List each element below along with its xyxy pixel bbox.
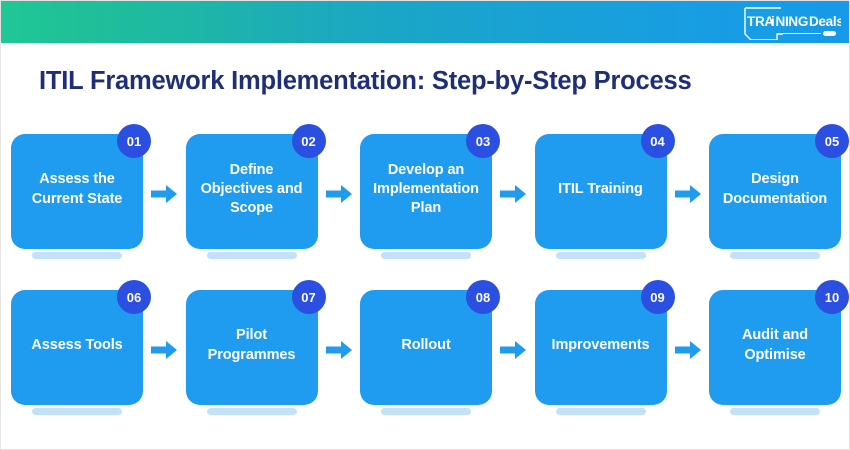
step-card-body[interactable]: Design Documentation: [709, 134, 841, 249]
svg-text:i: i: [771, 14, 774, 29]
card-shadow-bar: [381, 252, 471, 259]
arrow-right-icon: [151, 184, 178, 204]
step-number-badge: 06: [117, 280, 151, 314]
step-label: Pilot Programmes: [207, 327, 296, 363]
card-shadow-bar: [555, 408, 646, 415]
arrow-connector: [667, 128, 710, 268]
step-card-01[interactable]: Assess the Current State 01: [11, 124, 151, 268]
step-card-body[interactable]: Improvements: [534, 290, 667, 405]
step-label: Assess Tools: [31, 336, 123, 353]
arrow-connector: [143, 284, 186, 424]
step-card-04[interactable]: ITIL Training 04: [534, 124, 675, 268]
svg-text:TRA: TRA: [747, 14, 774, 29]
step-number-badge: 09: [640, 280, 675, 314]
step-number-badge: 08: [466, 280, 500, 314]
step-number-badge: 07: [291, 280, 326, 314]
header-band: TRA i NING Deals: [1, 1, 849, 43]
arrow-right-icon: [325, 184, 352, 204]
step-card-03[interactable]: Develop an Implementation Plan 03: [360, 124, 500, 268]
card-shadow-bar: [206, 252, 297, 259]
step-label: ITIL Training: [558, 180, 643, 197]
step-card-05[interactable]: Design Documentation 05: [709, 124, 849, 268]
arrow-right-icon: [500, 184, 527, 204]
arrow-right-icon: [500, 340, 527, 360]
step-label: Rollout: [401, 336, 451, 353]
step-card-body[interactable]: Develop an Implementation Plan: [360, 134, 492, 249]
step-card-10[interactable]: Audit and Optimise 10: [709, 280, 849, 424]
arrow-connector: [318, 128, 361, 268]
arrow-right-icon: [674, 184, 701, 204]
step-card-08[interactable]: Rollout 08: [360, 280, 500, 424]
step-card-body[interactable]: Assess Tools: [11, 290, 143, 405]
step-label: Audit and Optimise: [742, 327, 808, 363]
process-row-1: Assess the Current State 01 Define Objec…: [11, 124, 849, 268]
card-shadow-bar: [381, 408, 471, 415]
step-card-body[interactable]: Assess the Current State: [11, 134, 143, 249]
step-number-badge: 02: [291, 124, 326, 158]
card-shadow-bar: [730, 408, 820, 415]
training-deals-logo[interactable]: TRA i NING Deals: [737, 4, 841, 40]
step-card-06[interactable]: Assess Tools 06: [11, 280, 151, 424]
svg-text:NING: NING: [776, 14, 809, 29]
card-shadow-bar: [555, 252, 646, 259]
step-number-badge: 10: [815, 280, 849, 314]
step-number-badge: 01: [117, 124, 151, 158]
svg-text:Deals: Deals: [809, 14, 841, 29]
step-card-body[interactable]: Pilot Programmes: [185, 290, 318, 405]
step-label: Design Documentation: [722, 171, 828, 207]
step-number-badge: 05: [815, 124, 849, 158]
card-shadow-bar: [206, 408, 297, 415]
step-card-body[interactable]: Audit and Optimise: [709, 290, 841, 405]
step-label: Assess the Current State: [31, 171, 123, 207]
step-card-body[interactable]: Define Objectives and Scope: [185, 134, 318, 249]
step-card-07[interactable]: Pilot Programmes 07: [185, 280, 326, 424]
step-label: Improvements: [551, 336, 650, 353]
arrow-connector: [492, 284, 535, 424]
step-number-badge: 04: [640, 124, 675, 158]
step-number-badge: 03: [466, 124, 500, 158]
arrow-right-icon: [325, 340, 352, 360]
page-title: ITIL Framework Implementation: Step-by-S…: [39, 67, 692, 95]
arrow-connector: [143, 128, 186, 268]
step-card-body[interactable]: ITIL Training: [534, 134, 667, 249]
process-row-2: Assess Tools 06 Pilot Programmes 07: [11, 280, 849, 424]
card-shadow-bar: [32, 252, 122, 259]
arrow-connector: [667, 284, 710, 424]
arrow-connector: [318, 284, 361, 424]
arrow-right-icon: [674, 340, 701, 360]
step-card-02[interactable]: Define Objectives and Scope 02: [185, 124, 326, 268]
step-card-09[interactable]: Improvements 09: [534, 280, 675, 424]
card-shadow-bar: [32, 408, 122, 415]
arrow-right-icon: [151, 340, 178, 360]
step-label: Define Objectives and Scope: [200, 161, 303, 217]
step-label: Develop an Implementation Plan: [373, 161, 479, 217]
step-card-body[interactable]: Rollout: [360, 290, 492, 405]
arrow-connector: [492, 128, 535, 268]
card-shadow-bar: [730, 252, 820, 259]
